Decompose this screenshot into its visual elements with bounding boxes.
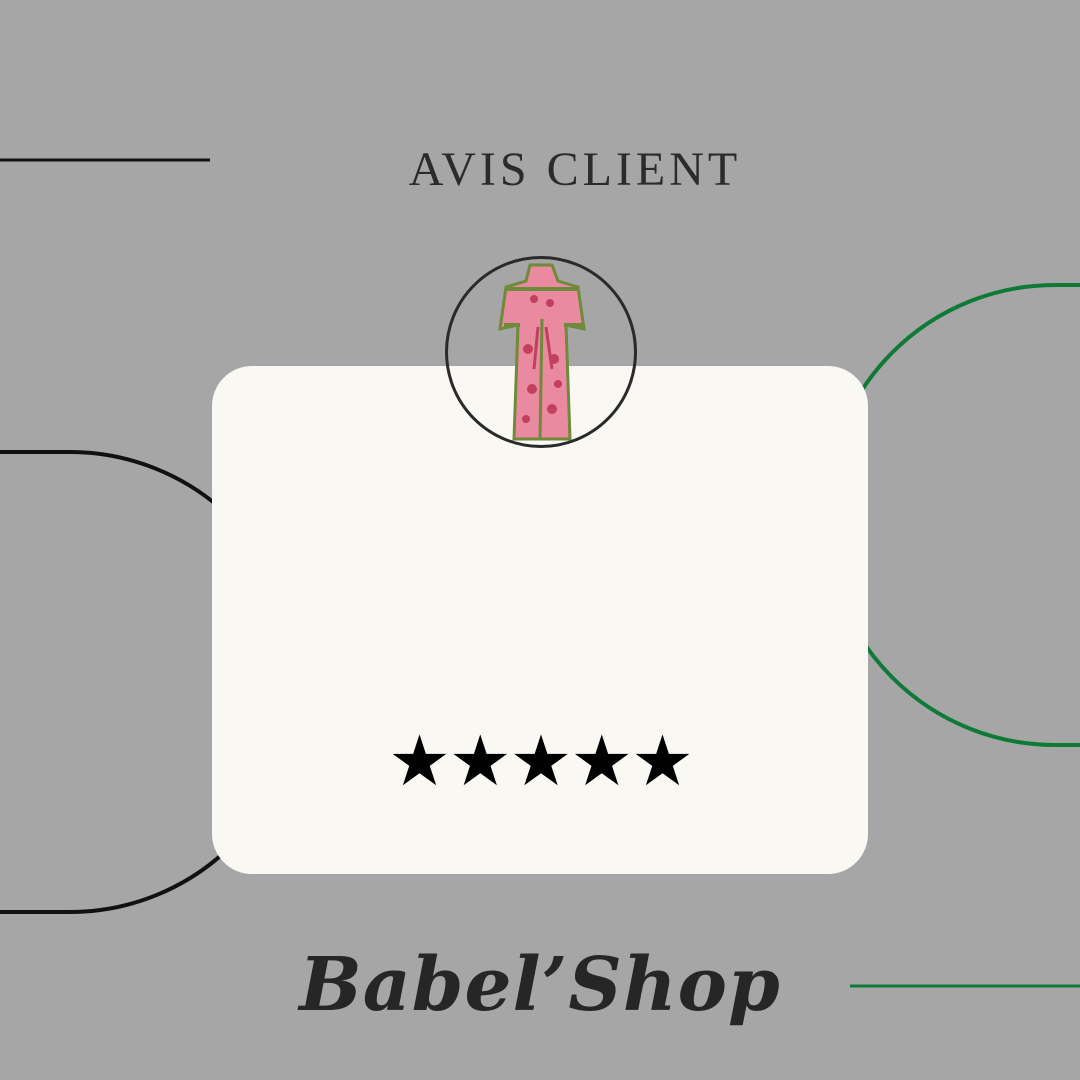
review-card: ★★★★★ — [212, 366, 868, 874]
kaftan-dress-icon — [498, 263, 586, 441]
star-rating: ★★★★★ — [388, 720, 694, 802]
page-title: AVIS CLIENT — [408, 143, 742, 196]
brand-logo: Babel’Shop — [299, 942, 781, 1028]
product-thumbnail — [445, 256, 637, 448]
